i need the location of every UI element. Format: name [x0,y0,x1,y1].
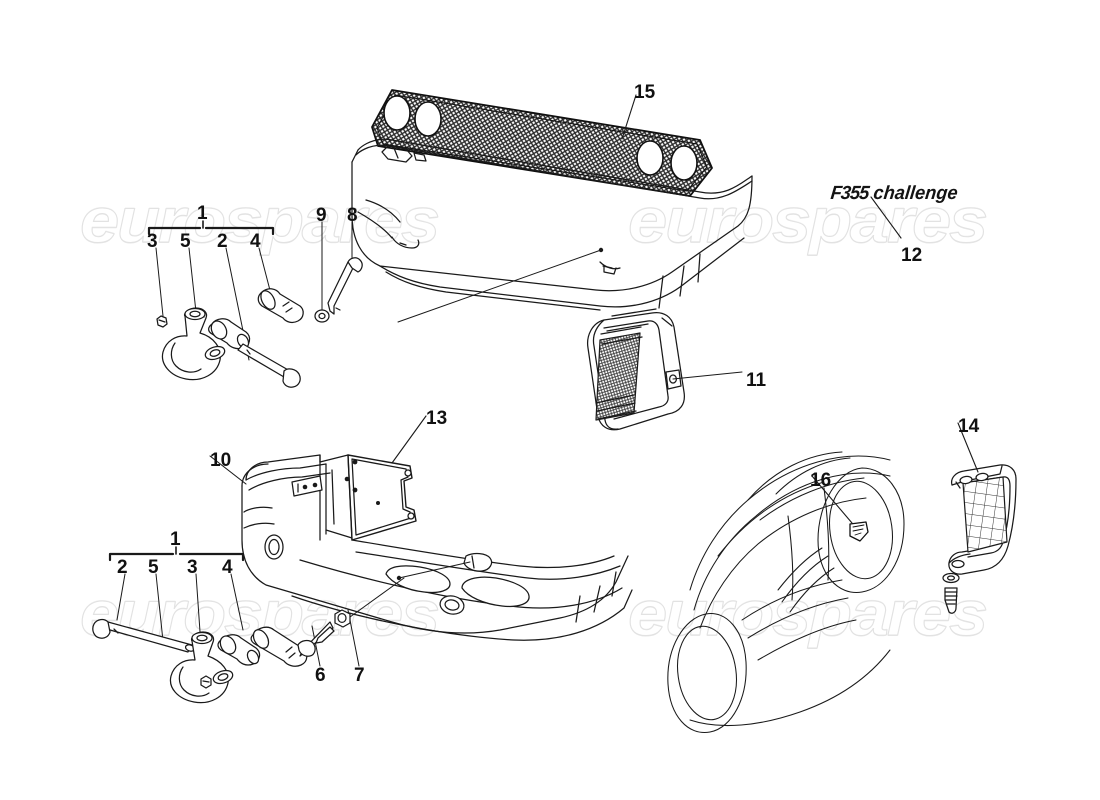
front-tow-hook-assembly-art [147,220,363,388]
callout-12: 12 [901,245,923,266]
badge-model: F355 [829,183,870,204]
callout-15: 15 [634,82,656,103]
rear-bumper-body [351,138,753,323]
callout-7: 7 [354,665,365,686]
brake-cooling-duct-part [942,422,1017,614]
group-member-4: 4 [250,231,261,252]
callout-10: 10 [210,450,232,471]
badge-suffix: challenge [872,183,959,204]
watermark-eurospares: eurospares [79,186,440,257]
rear-grille-part [371,89,713,197]
rear-tow-hook-assembly-art [92,546,405,704]
group-member-3: 3 [147,231,158,252]
callout-9: 9 [316,205,327,226]
group-member-4b: 4 [222,557,233,578]
air-vent-duct-part [586,308,743,431]
callout-16: 16 [810,470,832,491]
callout-13: 13 [426,408,448,429]
callout-11: 11 [746,370,767,391]
callout-6: 6 [315,665,326,686]
f355-challenge-badge: F355 challenge [829,183,959,205]
leader-15 [621,94,637,140]
group-label-rear-assembly: 1 [170,529,181,550]
group-member-5b: 5 [148,557,159,578]
group-member-2b: 2 [117,557,128,578]
callout-14: 14 [958,416,980,437]
licence-plate-bracket-part [347,415,427,541]
front-bumper-body [209,454,633,641]
watermark-eurospares: eurospares [627,186,988,257]
leader-12 [870,196,902,239]
group-label-front-assembly: 1 [197,203,208,224]
group-member-5: 5 [180,231,191,252]
group-member-3b: 3 [187,557,198,578]
watermark-eurospares: eurospares [627,579,988,650]
car-side-profile-art [667,451,905,734]
group-member-2: 2 [217,231,228,252]
callout-8: 8 [347,205,358,226]
